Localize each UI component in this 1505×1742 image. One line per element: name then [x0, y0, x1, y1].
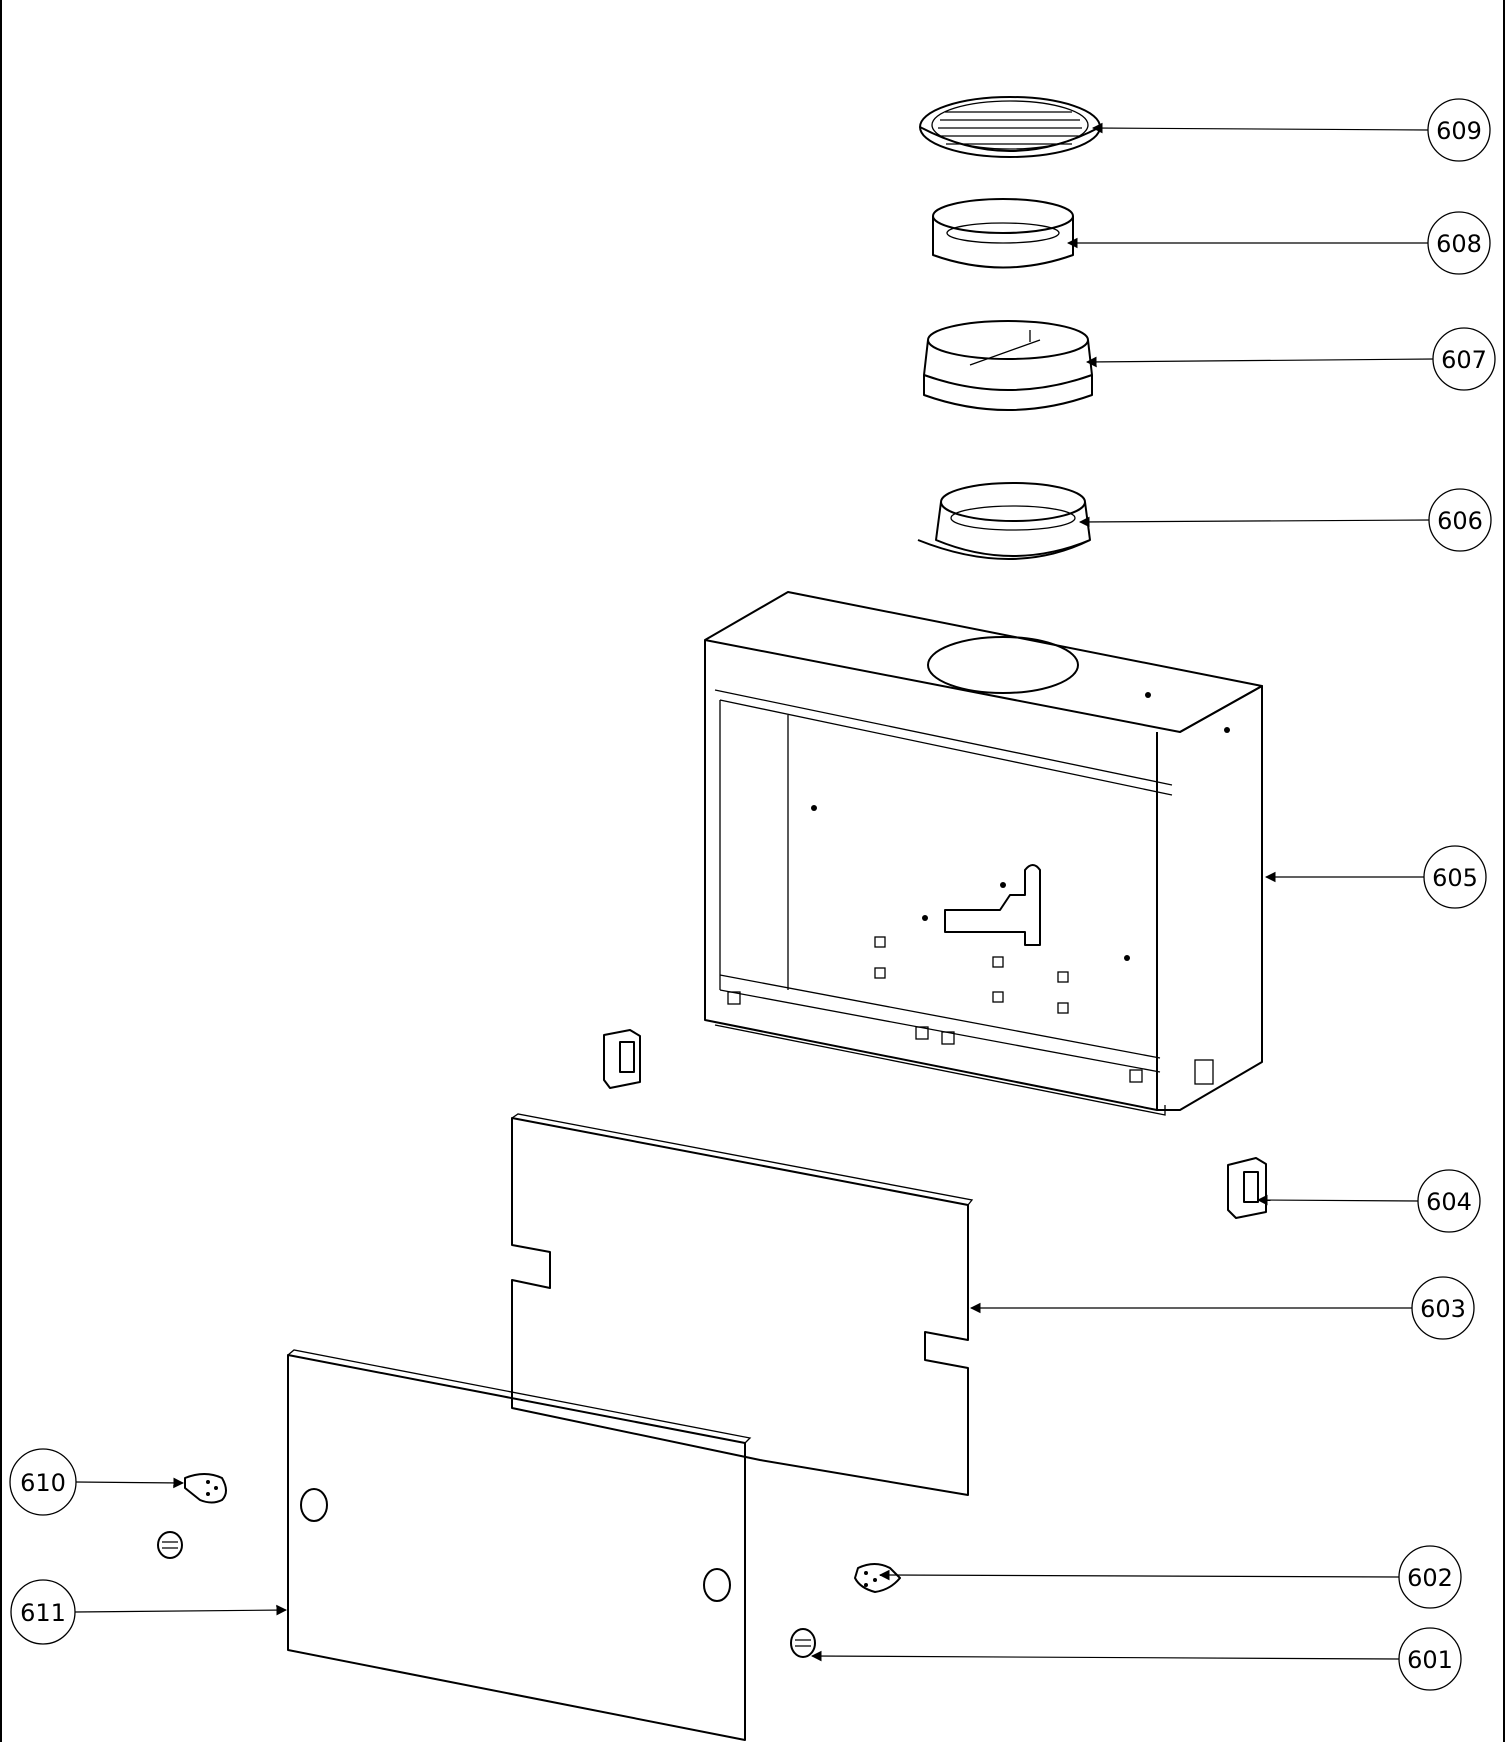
callout-602: 602	[1398, 1545, 1462, 1609]
callout-607: 607	[1432, 327, 1496, 391]
svg-text:608: 608	[1436, 230, 1482, 258]
callout-608: 608	[1427, 211, 1491, 275]
cover-plate-part-610	[184, 1473, 227, 1504]
svg-text:607: 607	[1441, 346, 1487, 374]
callout-606: 606	[1428, 488, 1492, 552]
front-panel-part	[287, 1349, 752, 1741]
damper-collar-part	[923, 320, 1093, 411]
svg-text:606: 606	[1437, 507, 1483, 535]
leader-604	[1256, 1194, 1420, 1206]
ring-part	[932, 198, 1074, 269]
grille-part	[919, 96, 1101, 158]
callout-603: 603	[1411, 1276, 1475, 1340]
callout-601: 601	[1398, 1627, 1462, 1691]
callout-610: 610	[9, 1448, 77, 1516]
svg-text:604: 604	[1426, 1188, 1472, 1216]
knob-part	[790, 1628, 816, 1658]
svg-text:609: 609	[1436, 117, 1482, 145]
callout-609: 609	[1427, 98, 1491, 162]
switch-part-left	[603, 1029, 641, 1089]
insulation-panel-part	[511, 1113, 974, 1496]
callout-604: 604	[1417, 1169, 1481, 1233]
leader-611	[74, 1604, 288, 1616]
callout-605: 605	[1423, 845, 1487, 909]
leader-609	[1091, 122, 1429, 134]
leader-602	[878, 1569, 1401, 1581]
leader-607	[1085, 356, 1435, 368]
leader-601	[810, 1650, 1400, 1662]
svg-text:601: 601	[1407, 1646, 1453, 1674]
svg-text:611: 611	[20, 1599, 66, 1627]
callout-611: 611	[10, 1579, 76, 1645]
leader-606	[1078, 516, 1431, 528]
svg-text:605: 605	[1432, 864, 1478, 892]
knob-part-left	[157, 1531, 183, 1559]
svg-text:610: 610	[20, 1469, 66, 1497]
leader-610	[75, 1477, 185, 1489]
svg-text:603: 603	[1420, 1295, 1466, 1323]
svg-text:602: 602	[1407, 1564, 1453, 1592]
cover-plate-part-602	[854, 1563, 901, 1593]
housing-box-part	[704, 591, 1263, 1116]
switch-part	[1227, 1157, 1267, 1219]
collar-part	[917, 482, 1091, 560]
